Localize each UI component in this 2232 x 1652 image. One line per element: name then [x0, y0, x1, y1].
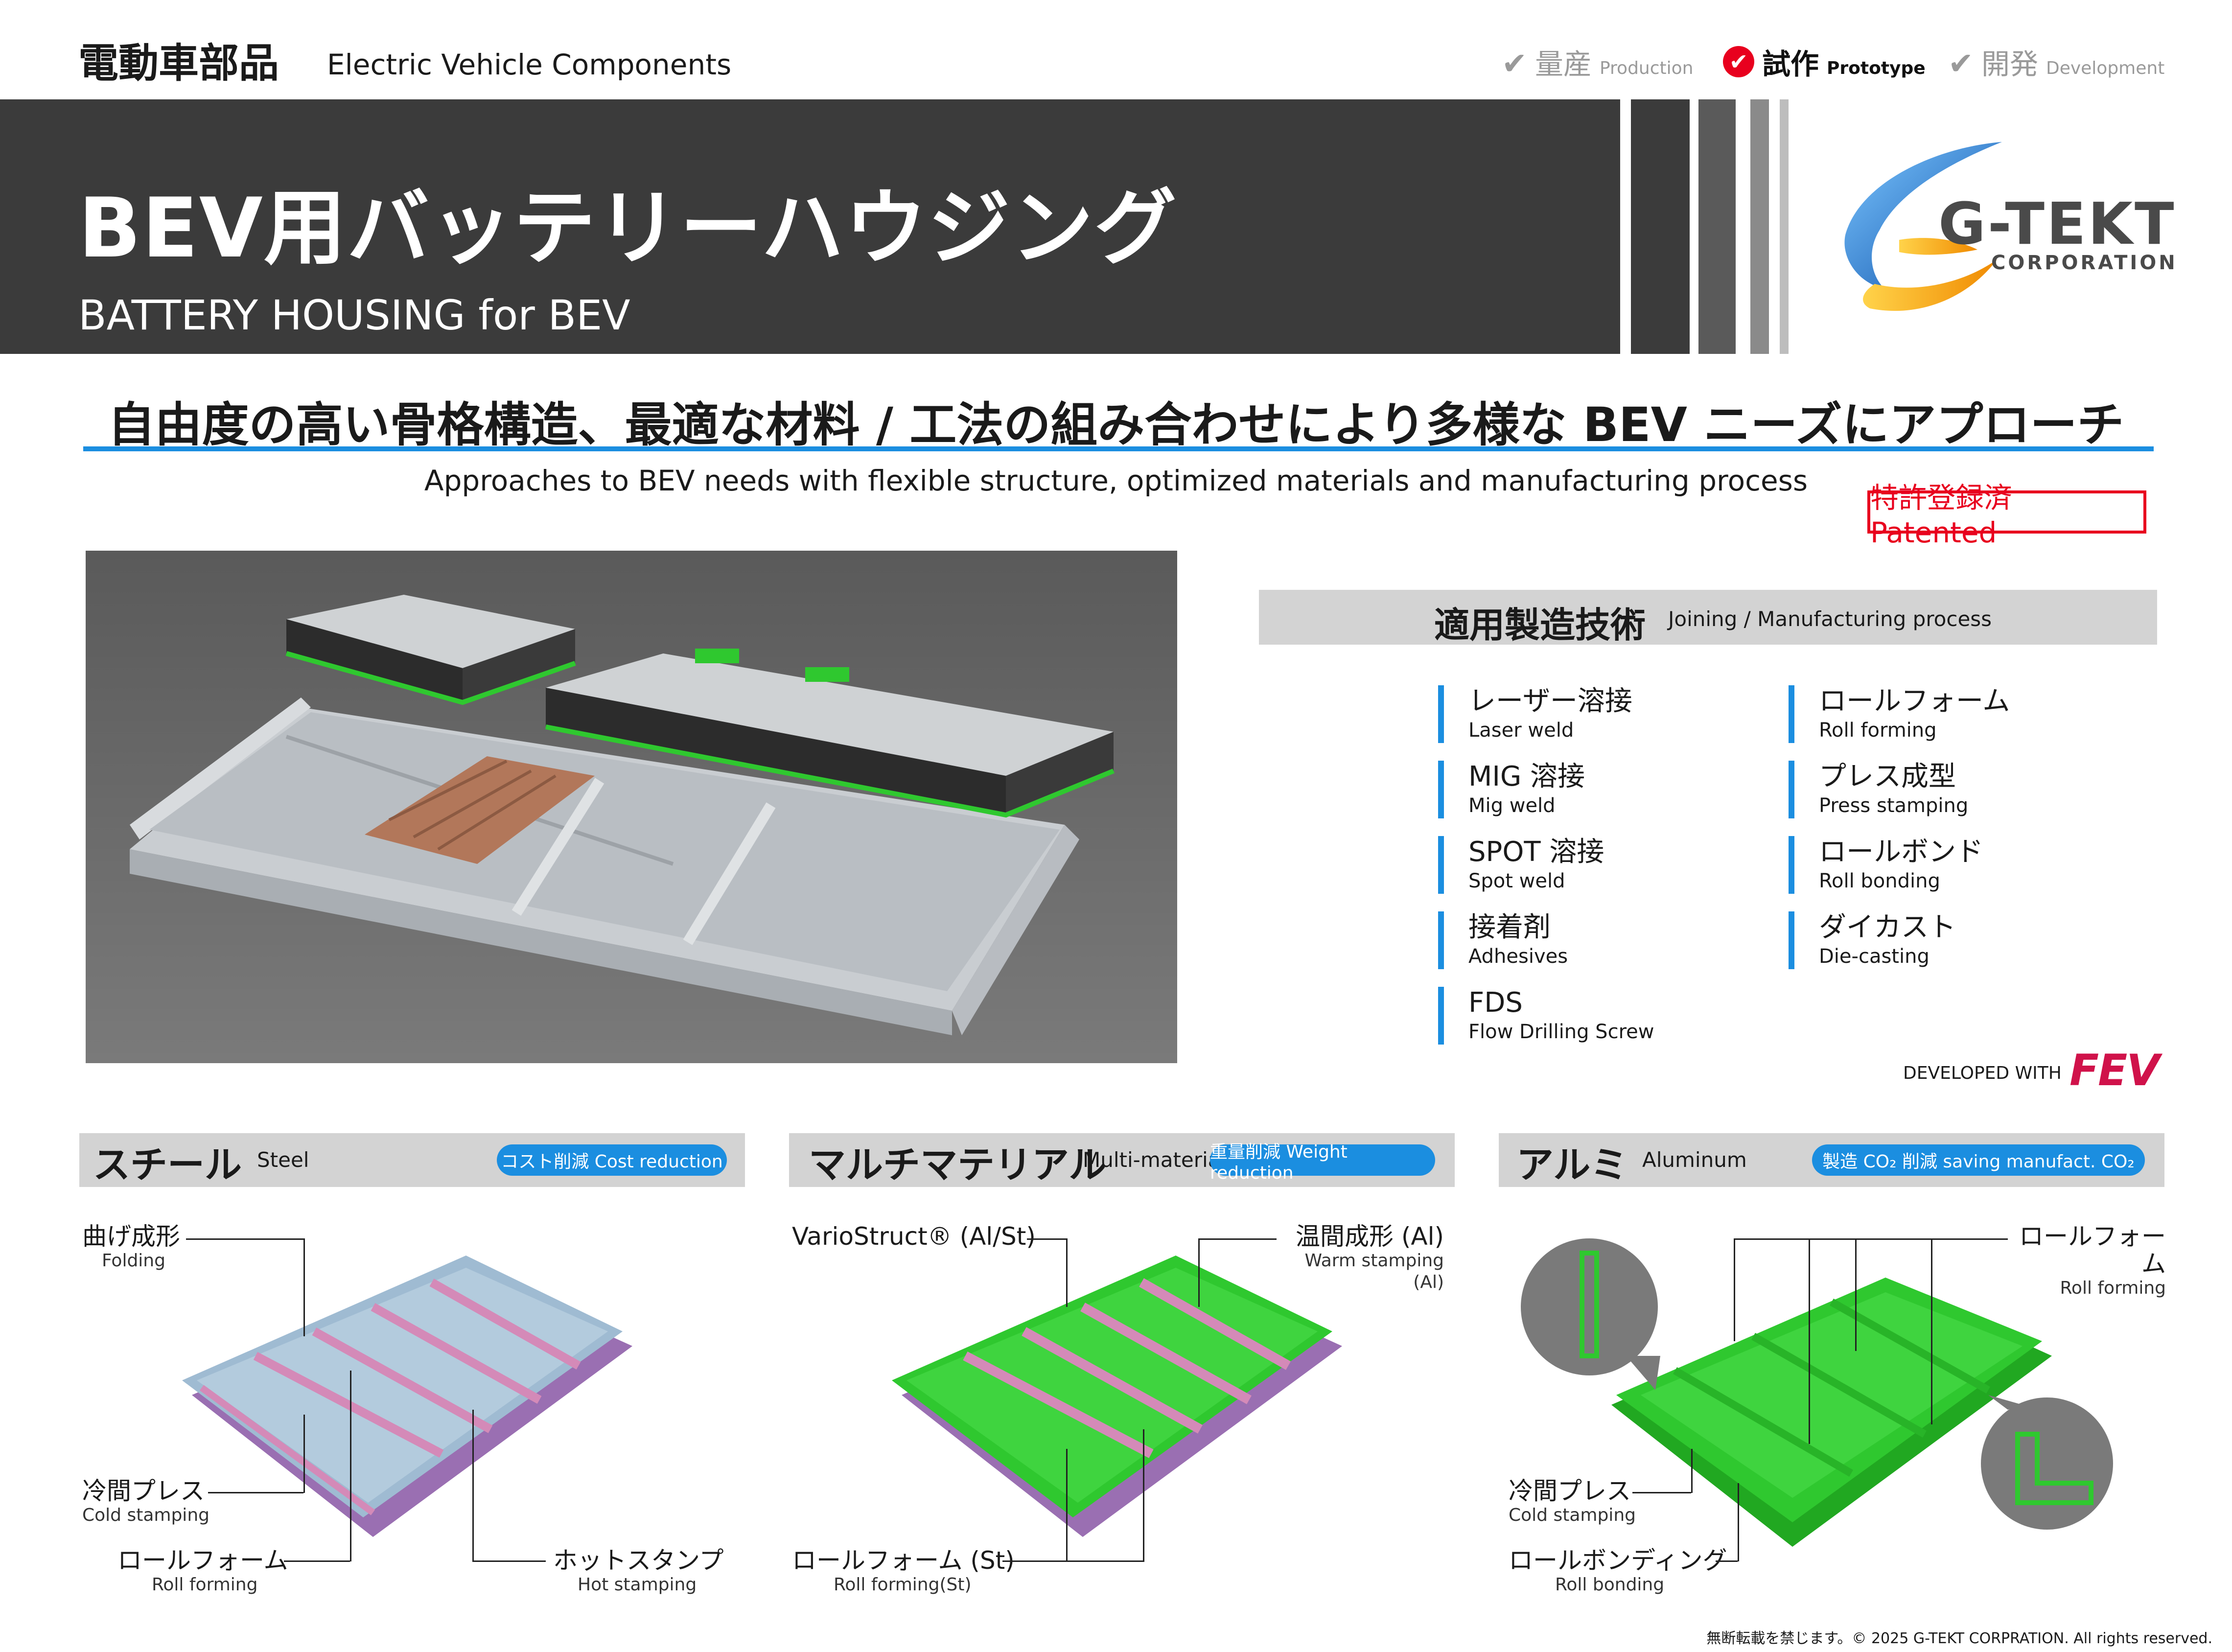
- label-hot-stamping: ホットスタンプ Hot stamping: [553, 1546, 724, 1595]
- label-alu-cold-stamping: 冷間プレス Cold stamping: [1509, 1477, 1636, 1525]
- company-logo-corporation: CORPORATION: [1991, 252, 2178, 274]
- headline-en: Approaches to BEV needs with flexible st…: [424, 464, 1808, 497]
- joining-section-bar: [1259, 590, 2157, 645]
- category-title-jp: 電動車部品: [78, 40, 279, 87]
- developed-with-label: DEVELOPED WITH: [1903, 1063, 2062, 1083]
- company-logo-name: G-TEKT: [1938, 190, 2176, 257]
- battery-housing-illustration: [86, 551, 1177, 1063]
- status-prototype: ✔ 試作 Prototype: [1723, 41, 1926, 82]
- label-folding: 曲げ成形 Folding: [82, 1222, 180, 1271]
- title-banner: [0, 99, 1620, 354]
- label-roll-forming-st: ロールフォーム (St) Roll forming(St): [792, 1546, 1015, 1595]
- check-circle-icon: ✔: [1723, 46, 1754, 77]
- joining-title-en: Joining / Manufacturing process: [1668, 607, 1992, 631]
- product-title: BEV用バッテリーハウジング: [78, 180, 1178, 276]
- category-title-en: Electric Vehicle Components: [327, 48, 732, 81]
- check-icon: ✔: [1948, 46, 1974, 81]
- multi-material-title-en: Multi-material: [1083, 1148, 1227, 1172]
- battery-housing-render: [86, 551, 1177, 1063]
- g-tekt-logo-mark-icon: [1844, 142, 2002, 311]
- headline-jp: 自由度の高い骨格構造、最適な材料 / 工法の組み合わせにより多様な BEV ニー…: [108, 397, 2124, 452]
- status-production: ✔ 量産 Production: [1502, 46, 1694, 81]
- banner-stripe: [1631, 99, 1690, 354]
- headline-rule: [83, 446, 2154, 451]
- banner-stripe: [1780, 99, 1789, 354]
- label-alu-roll-forming: ロールフォーム Roll forming: [2019, 1222, 2166, 1298]
- co2-saving-badge: 製造 CO₂ 削減 saving manufact. CO₂: [1812, 1144, 2145, 1176]
- banner-stripe: [1698, 99, 1736, 354]
- steel-title-jp: スチール: [93, 1143, 242, 1187]
- product-subtitle: BATTERY HOUSING for BEV: [78, 291, 630, 339]
- label-alu-roll-bonding: ロールボンディング Roll bonding: [1509, 1546, 1727, 1595]
- joining-title-jp: 適用製造技術: [1434, 605, 1646, 646]
- fev-logo: FEV: [2069, 1045, 2160, 1095]
- multi-material-housing-illustration: [892, 1256, 1342, 1537]
- cost-reduction-badge: コスト削減 Cost reduction: [497, 1144, 727, 1176]
- label-warm-stamping: 温間成形 (Al) Warm stamping (Al): [1295, 1222, 1444, 1292]
- status-development: ✔ 開発 Development: [1948, 46, 2165, 81]
- multi-material-title-jp: マルチマテリアル: [809, 1143, 1106, 1187]
- banner-stripe: [1750, 99, 1769, 354]
- steel-title-en: Steel: [257, 1148, 309, 1172]
- weight-reduction-badge: 重量削減 Weight reduction: [1210, 1142, 1435, 1183]
- copyright-notice: 無断転載を禁じます。© 2025 G-TEKT CORPRATION. All …: [1706, 1630, 2212, 1647]
- patented-badge: 特許登録済 Patented: [1867, 481, 2146, 549]
- aluminum-housing-illustration: [1521, 1238, 2113, 1547]
- aluminum-title-en: Aluminum: [1642, 1148, 1747, 1172]
- check-icon: ✔: [1502, 46, 1527, 81]
- aluminum-title-jp: アルミ: [1516, 1143, 1628, 1187]
- label-cold-stamping: 冷間プレス Cold stamping: [82, 1477, 209, 1525]
- label-roll-forming: ロールフォーム Roll forming: [117, 1546, 288, 1595]
- label-variostruct: VarioStruct® (Al/St): [792, 1222, 1036, 1251]
- steel-housing-illustration: [182, 1256, 632, 1537]
